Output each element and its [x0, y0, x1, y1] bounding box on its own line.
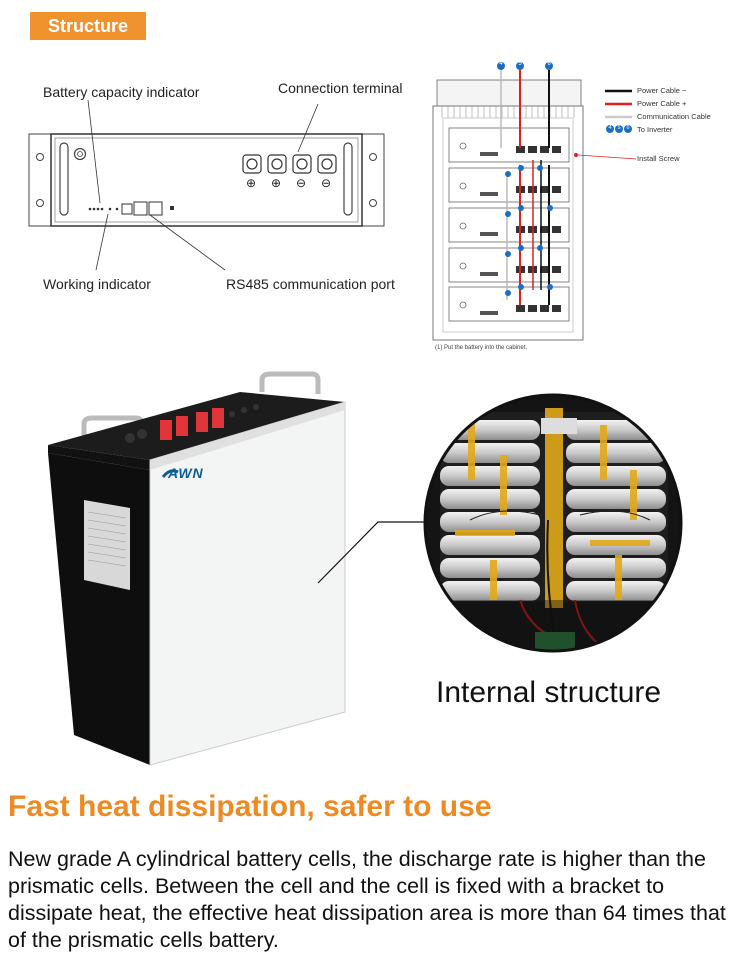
legend-install-screw: Install Screw: [637, 154, 680, 163]
internal-structure-caption: Internal structure: [436, 676, 662, 709]
product-handle-right: [259, 371, 321, 394]
cabinet-frame: [432, 105, 584, 341]
product-handle-left: [81, 415, 145, 440]
product-top-panel: [48, 392, 345, 460]
legend-power-cable-negative: Power Cable −: [637, 86, 687, 95]
terminal-sign-2: ⊕: [271, 176, 282, 190]
module-1: [448, 127, 570, 163]
legend-to-inverter: To Inverter: [637, 125, 673, 134]
legend-number-4: 4: [608, 125, 612, 131]
capacity-leds: [88, 207, 104, 211]
product-white-front: [149, 401, 346, 766]
section-tag: Structure: [30, 12, 146, 40]
right-rack-ear: [361, 133, 385, 227]
power-switch-icon: [73, 147, 87, 161]
legend-number-6: 6: [626, 125, 630, 131]
left-handle: [59, 142, 69, 216]
bms-board: [535, 632, 575, 651]
legend-power-cable-positive: Power Cable +: [637, 99, 687, 108]
label-rs485-port: RS485 communication port: [226, 276, 395, 292]
battery-front-body: [50, 133, 363, 227]
battery-cells: [440, 420, 666, 601]
center-bracket: [541, 418, 577, 434]
cabinet-top-vent: [436, 79, 582, 107]
top-number-5: 5: [518, 61, 522, 67]
legend-communication-cable: Communication Cable: [637, 112, 711, 121]
working-led: [108, 207, 112, 211]
legend-number-5: 5: [617, 125, 621, 131]
top-number-6: 6: [547, 61, 551, 67]
port-small: [121, 203, 133, 215]
module-3: [448, 207, 570, 243]
module-4: [448, 247, 570, 283]
right-handle: [343, 142, 353, 216]
module-2: [448, 167, 570, 203]
product-red-terminals: [160, 408, 224, 440]
product-label-sticker: [84, 500, 130, 590]
terminal-sign-3: ⊖: [296, 176, 307, 190]
rs485-port-2: [148, 201, 163, 216]
terminal-sign-1: ⊕: [246, 176, 257, 190]
feature-heading: Fast heat dissipation, safer to use: [8, 790, 492, 823]
rs485-port-1: [133, 201, 148, 216]
top-number-4: 4: [499, 61, 503, 67]
nickel-strips: [455, 408, 650, 608]
brand-logo: AWN: [168, 465, 204, 481]
terminal-sign-4: ⊖: [321, 176, 332, 190]
feature-description: New grade A cylindrical battery cells, t…: [8, 847, 726, 952]
cabinet-note: (1) Put the battery into the cabinet.: [435, 345, 528, 351]
label-battery-capacity-indicator: Battery capacity indicator: [43, 84, 200, 100]
left-rack-ear: [28, 133, 52, 227]
callout-line: [317, 521, 440, 584]
module-5: [448, 286, 570, 322]
battery-modules: [448, 127, 570, 322]
label-connection-terminal: Connection terminal: [278, 80, 403, 96]
connection-terminals: [242, 154, 337, 174]
label-working-indicator: Working indicator: [43, 276, 151, 292]
install-screw-arrow: [577, 154, 637, 160]
product-black-side: [48, 453, 150, 765]
